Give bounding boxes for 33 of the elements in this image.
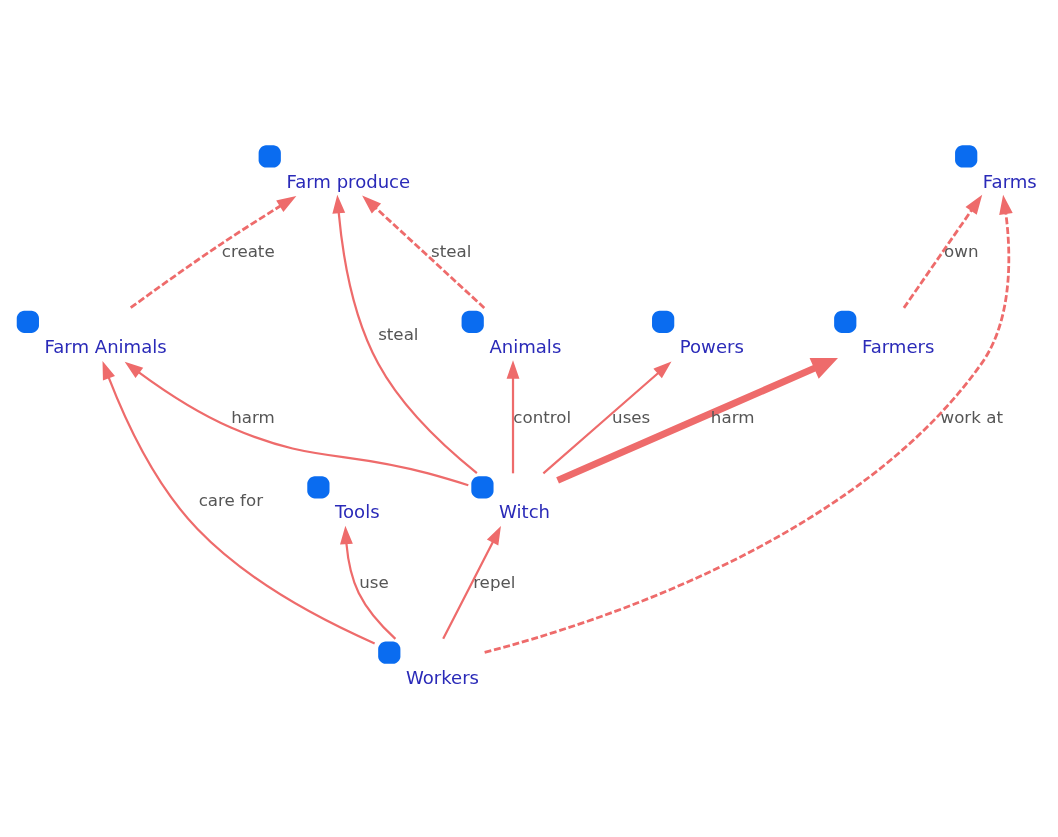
arrow	[340, 525, 397, 640]
node-label: Farmers	[861, 336, 935, 358]
edge-label: uses	[612, 407, 651, 427]
edge-label: work at	[940, 407, 1003, 427]
edge-label: steal	[430, 242, 472, 262]
arrow	[484, 194, 1013, 654]
edge-label: steal	[378, 325, 419, 345]
node-label: Farm Animals	[44, 336, 167, 358]
arrow	[442, 526, 501, 640]
arrow	[332, 194, 478, 474]
edge-label: create	[221, 242, 275, 262]
edge-label: own	[944, 242, 979, 262]
edge-label: harm	[710, 407, 755, 427]
node-label: Farms	[982, 170, 1037, 192]
edge-label: control	[513, 407, 572, 427]
edge-label: harm	[231, 407, 275, 427]
node-label: Powers	[679, 336, 744, 358]
arrow	[506, 360, 520, 474]
arrow	[556, 357, 838, 484]
arrow	[102, 361, 376, 645]
arrow	[129, 196, 297, 309]
arrow	[124, 361, 469, 487]
node-label: Witch	[499, 501, 551, 523]
edge-label: use	[359, 573, 389, 593]
node-label: Workers	[405, 666, 480, 688]
arrow	[902, 194, 983, 309]
node-label: Farm produce	[286, 170, 411, 192]
arrow	[542, 361, 672, 475]
edge-label: care for	[198, 490, 263, 510]
node-label: Tools	[335, 501, 380, 523]
arrow	[362, 195, 486, 309]
node-label: Animals	[489, 336, 562, 358]
edge-label: repel	[473, 573, 516, 593]
